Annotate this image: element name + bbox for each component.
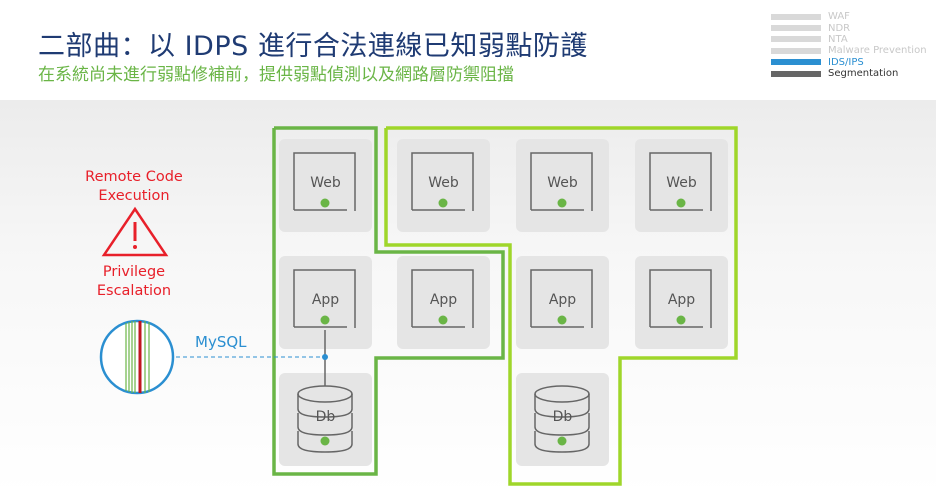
page-subtitle: 在系統尚未進行弱點修補前，提供弱點偵測以及網路層防禦阻擋 <box>38 65 514 85</box>
node-label: Db <box>315 409 336 425</box>
status-dot <box>438 315 448 325</box>
status-dot <box>676 315 686 325</box>
node-label: Web <box>310 175 341 191</box>
legend-item-segmentation: Segmentation <box>771 68 927 79</box>
feature-legend: WAF NDR NTA Malware Prevention IDS/IPS S… <box>771 11 927 79</box>
node-label: App <box>311 292 340 308</box>
node-app-3[interactable]: App <box>516 256 609 349</box>
node-web-4[interactable]: Web <box>635 139 728 232</box>
legend-item-ndr: NDR <box>771 22 927 34</box>
page-title: 二部曲：以 IDPS 進行合法連線已知弱點防護 <box>38 31 588 62</box>
node-label: Web <box>666 175 697 191</box>
status-dot <box>557 315 567 325</box>
status-dot <box>557 436 567 446</box>
status-dot <box>320 315 330 325</box>
legend-bar <box>771 13 821 20</box>
node-label: Web <box>547 175 578 191</box>
node-app-2[interactable]: App <box>397 256 490 349</box>
node-label: Web <box>428 175 459 191</box>
node-app-4[interactable]: App <box>635 256 728 349</box>
status-dot <box>676 198 686 208</box>
node-app-1[interactable]: App <box>279 256 372 349</box>
node-label: Db <box>552 409 573 425</box>
threat-label-line: Execution <box>98 188 170 204</box>
legend-item-waf: WAF <box>771 11 927 22</box>
legend-label: NDR <box>828 22 851 34</box>
node-web-1[interactable]: Web <box>279 139 372 232</box>
legend-item-malware-prevention: Malware Prevention <box>771 45 927 56</box>
legend-bar <box>771 70 821 77</box>
legend-item-nta: NTA <box>771 34 927 45</box>
threat-label-rce: Remote Code Execution <box>64 168 204 206</box>
legend-bar <box>771 47 821 54</box>
legend-bar <box>771 25 821 32</box>
node-label: App <box>667 292 696 308</box>
legend-item-ids-ips: IDS/IPS <box>771 57 927 68</box>
status-dot <box>438 198 448 208</box>
legend-label: IDS/IPS <box>828 56 864 68</box>
node-label: App <box>429 292 458 308</box>
legend-label: Segmentation <box>828 68 899 80</box>
mysql-connection-label: MySQL <box>195 333 247 351</box>
node-db-2[interactable]: Db <box>516 373 609 466</box>
threat-label-line: Escalation <box>96 283 172 299</box>
legend-label: Malware Prevention <box>828 45 927 57</box>
status-dot <box>320 436 330 446</box>
legend-label: WAF <box>828 11 850 23</box>
node-web-2[interactable]: Web <box>397 139 490 232</box>
node-db-1[interactable]: Db <box>279 373 372 466</box>
status-dot <box>557 198 567 208</box>
node-web-3[interactable]: Web <box>516 139 609 232</box>
status-dot <box>320 198 330 208</box>
threat-label-line: Remote Code <box>85 169 183 185</box>
node-label: App <box>548 292 577 308</box>
threat-label-line: Privilege <box>102 264 166 280</box>
threat-label-privesc: Privilege Escalation <box>64 263 204 301</box>
legend-bar <box>771 59 821 66</box>
legend-label: NTA <box>828 33 848 45</box>
legend-bar <box>771 36 821 43</box>
